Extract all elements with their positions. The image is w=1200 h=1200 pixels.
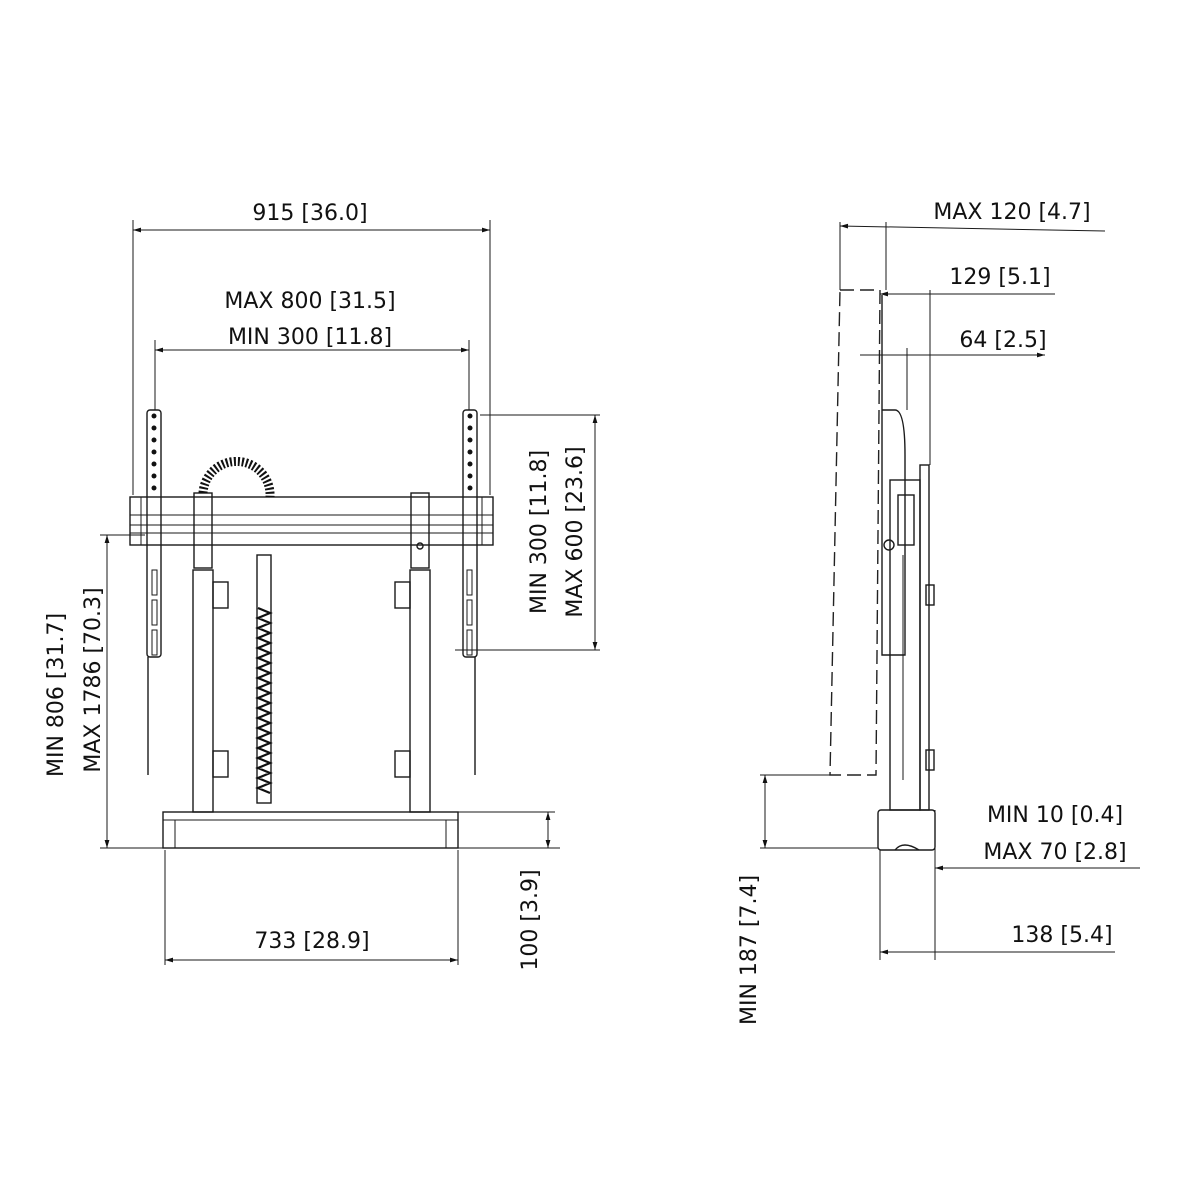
svg-text:MIN 300 [11.8]: MIN 300 [11.8]: [527, 450, 552, 614]
dim-max-70: MAX 70: [983, 840, 1067, 865]
front-dimension-lines: [100, 220, 600, 965]
svg-text:733 [28.9]: 733 [28.9]: [254, 929, 369, 954]
svg-text:100 [3.9]: 100 [3.9]: [518, 869, 543, 970]
dim-min-187: MIN 187: [737, 934, 762, 1025]
svg-text:MIN 300 [11.8]: MIN 300 [11.8]: [228, 325, 392, 350]
front-dimension-labels: 915 [36.0] MAX 800 [31.5] MIN 300 [11.8]…: [44, 201, 588, 971]
svg-text:MIN 187 [7.4]: MIN 187 [7.4]: [737, 875, 762, 1025]
side-view-stand: [829, 289, 936, 851]
dim-min-806: MIN 806: [44, 686, 69, 777]
svg-text:138 [5.4]: 138 [5.4]: [1011, 923, 1112, 948]
svg-text:MAX 800 [31.5]: MAX 800 [31.5]: [224, 289, 395, 314]
dim-max-600: MAX 600: [563, 520, 588, 618]
svg-text:129 [5.1]: 129 [5.1]: [949, 265, 1050, 290]
svg-text:MIN 10 [0.4]: MIN 10 [0.4]: [987, 803, 1123, 828]
svg-text:915 [36.0]: 915 [36.0]: [252, 201, 367, 226]
svg-text:MAX 1786 [70.3]: MAX 1786 [70.3]: [81, 587, 106, 772]
svg-text:MAX 600 [23.6]: MAX 600 [23.6]: [563, 446, 588, 617]
svg-text:MAX 120 [4.7]: MAX 120 [4.7]: [933, 200, 1090, 225]
dim-min-300-h: MIN 300: [527, 523, 552, 614]
dim-64: 64: [959, 328, 987, 353]
dim-138: 138: [1011, 923, 1053, 948]
side-dimension-lines: [760, 222, 1140, 960]
dim-min-10: MIN 10: [987, 803, 1064, 828]
dim-max-800: MAX 800: [224, 289, 322, 314]
svg-text:MAX 70 [2.8]: MAX 70 [2.8]: [983, 840, 1126, 865]
dim-129: 129: [949, 265, 991, 290]
dim-min-300-w: MIN 300: [228, 325, 319, 350]
front-view-stand: [129, 409, 494, 849]
side-dimension-labels: MAX 120 [4.7] 129 [5.1] 64 [2.5] MIN 10 …: [737, 200, 1127, 1025]
dim-max-120: MAX 120: [933, 200, 1031, 225]
dim-max-1786: MAX 1786: [81, 661, 106, 773]
dim-915: 915: [252, 201, 294, 226]
svg-text:64 [2.5]: 64 [2.5]: [959, 328, 1046, 353]
dim-733: 733: [254, 929, 296, 954]
dim-100: 100: [518, 929, 543, 971]
svg-text:MIN 806 [31.7]: MIN 806 [31.7]: [44, 613, 69, 777]
